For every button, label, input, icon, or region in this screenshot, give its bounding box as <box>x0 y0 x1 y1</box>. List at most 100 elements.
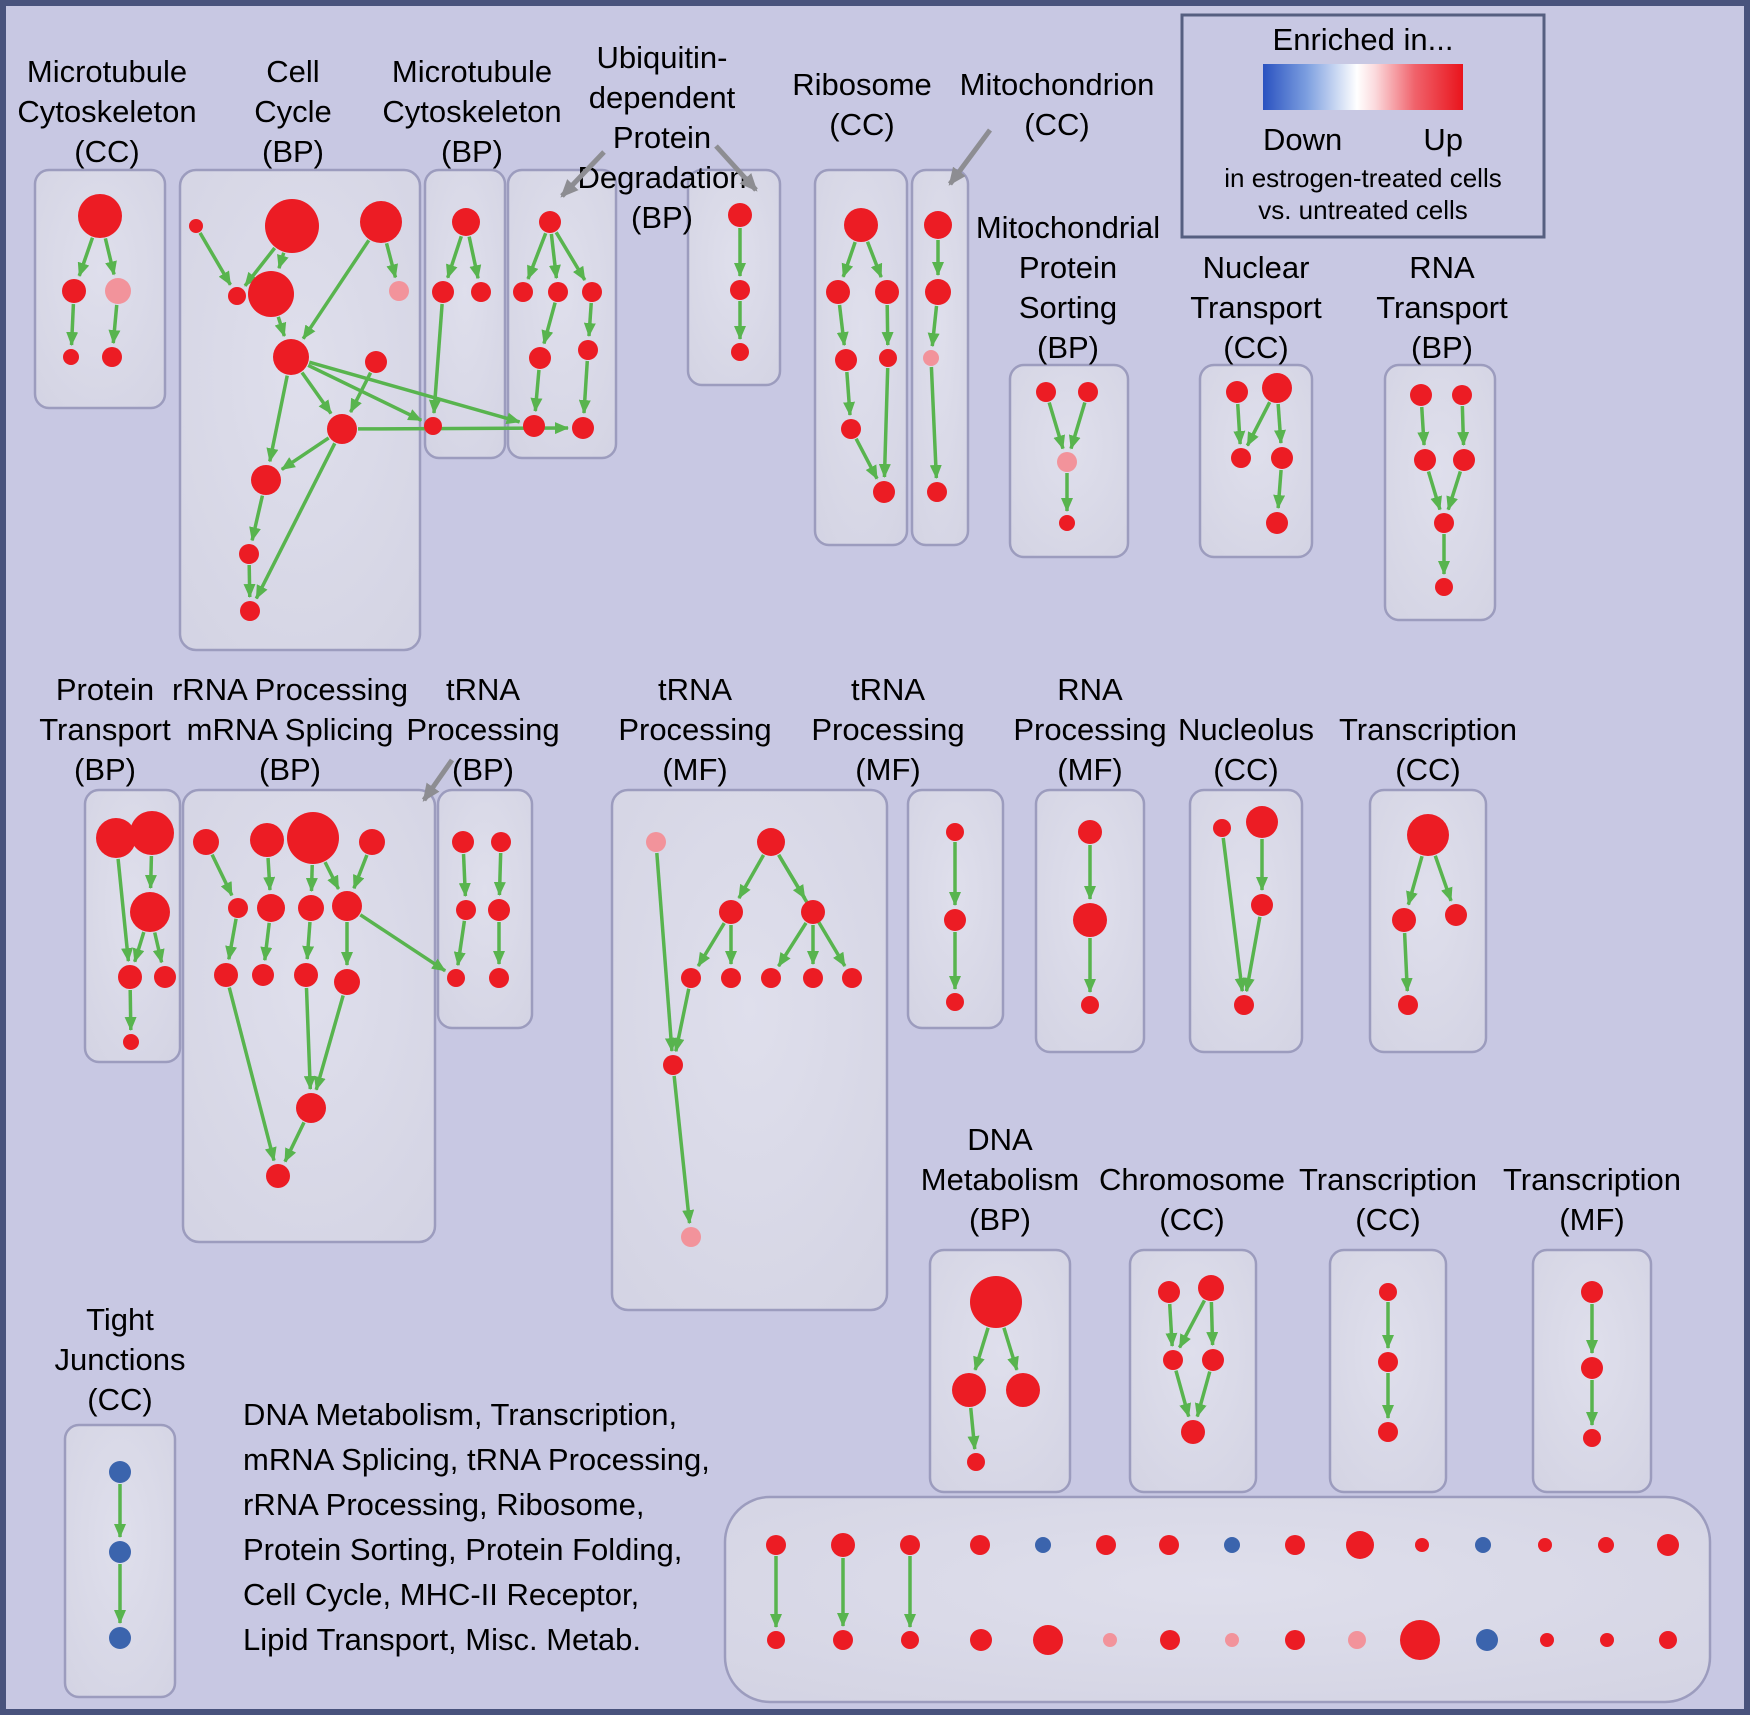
cluster-label-nucleolus-cc: (CC) <box>1213 752 1278 787</box>
annotation-arrows-layer <box>421 128 993 802</box>
edge-arrow-c2-c5 <box>277 252 289 270</box>
go-term-node-s9 <box>214 963 238 987</box>
edge-arrow-s9-s14 <box>227 987 277 1162</box>
cluster-box-trna-processing-mf-2 <box>906 788 1005 1030</box>
annotation-arrow-4 <box>421 758 455 802</box>
go-term-node-l7 <box>1160 1630 1180 1650</box>
go-term-node-pt4 <box>118 965 142 989</box>
cluster-label-rna-processing-mf: Processing <box>1013 712 1166 747</box>
go-term-node-e4 <box>927 482 947 502</box>
legend-box <box>1180 13 1546 239</box>
go-term-node-e2 <box>925 279 951 305</box>
cluster-box-trna-processing-mf-1 <box>610 788 889 1312</box>
go-term-node-t6 <box>1435 578 1453 596</box>
go-term-node-pt2 <box>130 811 174 855</box>
cluster-label-nucleolus-cc: Nucleolus <box>1178 712 1314 747</box>
go-term-node-p1 <box>1036 382 1056 402</box>
legend-context-line2: vs. untreated cells <box>1258 195 1468 225</box>
edge-arrow-h3-h5 <box>1174 1370 1192 1418</box>
go-term-node-k4 <box>970 1535 990 1555</box>
edge-arrow-o1-o2 <box>1406 855 1424 906</box>
go-term-node-y1 <box>1581 1281 1603 1303</box>
go-term-node-l11 <box>1400 1620 1440 1660</box>
go-term-node-s11 <box>294 963 318 987</box>
go-term-node-y3 <box>1583 1429 1601 1447</box>
edge-arrow-s12-s13 <box>314 994 345 1091</box>
go-term-node-t3 <box>1414 449 1436 471</box>
edge-arrow-t2-t4 <box>1457 405 1470 447</box>
edge-arrow-s4-s8 <box>352 854 369 890</box>
edge-arrow-pt3-pt5 <box>152 932 165 964</box>
edge-arrow-q1-q3 <box>1233 403 1246 446</box>
mixed-cluster-description: DNA Metabolism, Transcription, mRNA Spli… <box>243 1397 710 1657</box>
cluster-box-trna-processing-bp <box>436 788 534 1030</box>
go-term-node-z2 <box>944 909 966 931</box>
edge-arrow-r2-r4 <box>836 304 849 347</box>
edge-arrow-e2-e3 <box>927 305 940 348</box>
edge-arrow-s3-s8 <box>323 861 341 890</box>
go-term-node-k1 <box>766 1535 786 1555</box>
edge-arrow-c2-c4 <box>243 246 277 287</box>
cluster-label-transcription-mf: (MF) <box>1559 1202 1624 1237</box>
go-term-node-b3 <box>471 282 491 302</box>
cluster-box-transcription-cc-mid <box>1368 788 1488 1054</box>
go-term-node-l12 <box>1476 1629 1498 1651</box>
mixed-cluster-description-line: Cell Cycle, MHC-II Receptor, <box>243 1577 639 1612</box>
go-term-node-d1 <box>970 1276 1022 1328</box>
cluster-labels-layer: MicrotubuleCytoskeleton(CC)CellCycle(BP)… <box>17 40 1681 1417</box>
cluster-box-rna-transport-bp <box>1383 363 1497 622</box>
go-term-node-f3 <box>1081 996 1099 1014</box>
go-term-node-k2 <box>831 1533 855 1557</box>
edge-arrow-w2-w4 <box>493 852 506 897</box>
legend-title: Enriched in... <box>1273 22 1454 57</box>
go-term-node-c8 <box>365 351 387 373</box>
edge-arrow-w3-w5 <box>453 920 467 967</box>
legend-up-label: Up <box>1423 122 1463 157</box>
go-term-node-c1 <box>189 219 203 233</box>
edge-arrow-s6-s10 <box>260 922 273 962</box>
cluster-label-chromosome-cc: Chromosome <box>1099 1162 1285 1197</box>
go-term-node-s10 <box>252 964 274 986</box>
go-term-node-w6 <box>489 968 509 988</box>
cluster-label-dna-metabolism-bp: (BP) <box>969 1202 1031 1237</box>
go-term-node-u3 <box>548 282 568 302</box>
go-term-node-j3 <box>109 1627 131 1649</box>
go-term-node-r5 <box>879 349 897 367</box>
go-term-node-s8 <box>332 891 362 921</box>
go-term-node-x2 <box>1378 1352 1398 1372</box>
go-term-node-o1 <box>1407 814 1449 856</box>
go-term-node-b4 <box>424 417 442 435</box>
legend: Enriched in... Down Up in estrogen-treat… <box>1180 13 1546 239</box>
edge-arrow-a1-a2 <box>77 237 95 277</box>
edge-arrow-h4-h5 <box>1194 1371 1212 1418</box>
edge-arrow-r1-r3 <box>865 241 883 279</box>
edge-arrow-a2-a4 <box>66 303 79 347</box>
go-term-node-t5 <box>1434 513 1454 533</box>
go-term-node-z1 <box>946 823 964 841</box>
cluster-label-transcription-cc-mid: Transcription <box>1339 712 1517 747</box>
annotation-arrow-2 <box>714 144 758 192</box>
go-term-node-pt5 <box>154 966 176 988</box>
go-term-node-p3 <box>1057 452 1077 472</box>
cluster-box-mitochondrion-cc <box>910 168 970 547</box>
edge-arrow-t4-t5 <box>1446 470 1463 511</box>
cluster-label-chromosome-cc: (CC) <box>1159 1202 1224 1237</box>
cluster-box-chromosome-cc <box>1128 1248 1258 1494</box>
cluster-label-microtubule-cytoskeleton-bp: Cytoskeleton <box>382 94 561 129</box>
go-term-node-j2 <box>109 1541 131 1563</box>
edge-arrow-r3-r5 <box>881 304 894 347</box>
go-term-node-g8 <box>803 968 823 988</box>
go-term-node-c5 <box>248 271 294 317</box>
edge-arrow-o2-o4 <box>1400 932 1413 993</box>
cluster-label-transcription-cc-bottom: Transcription <box>1299 1162 1477 1197</box>
edge-arrow-q4-q5 <box>1273 469 1286 510</box>
mixed-cluster-description-line: mRNA Splicing, tRNA Processing, <box>243 1442 710 1477</box>
edge-arrow-t3-t5 <box>1426 470 1442 511</box>
cluster-label-mitochondrial-protein-sorting-bp: (BP) <box>1037 330 1099 365</box>
go-term-node-s5 <box>228 898 248 918</box>
go-term-node-f2 <box>1073 903 1107 937</box>
go-term-node-s4 <box>359 829 385 855</box>
cluster-box-microtubule-cytoskeleton-cc <box>33 168 167 410</box>
cluster-label-trna-processing-mf-1: tRNA <box>658 672 732 707</box>
